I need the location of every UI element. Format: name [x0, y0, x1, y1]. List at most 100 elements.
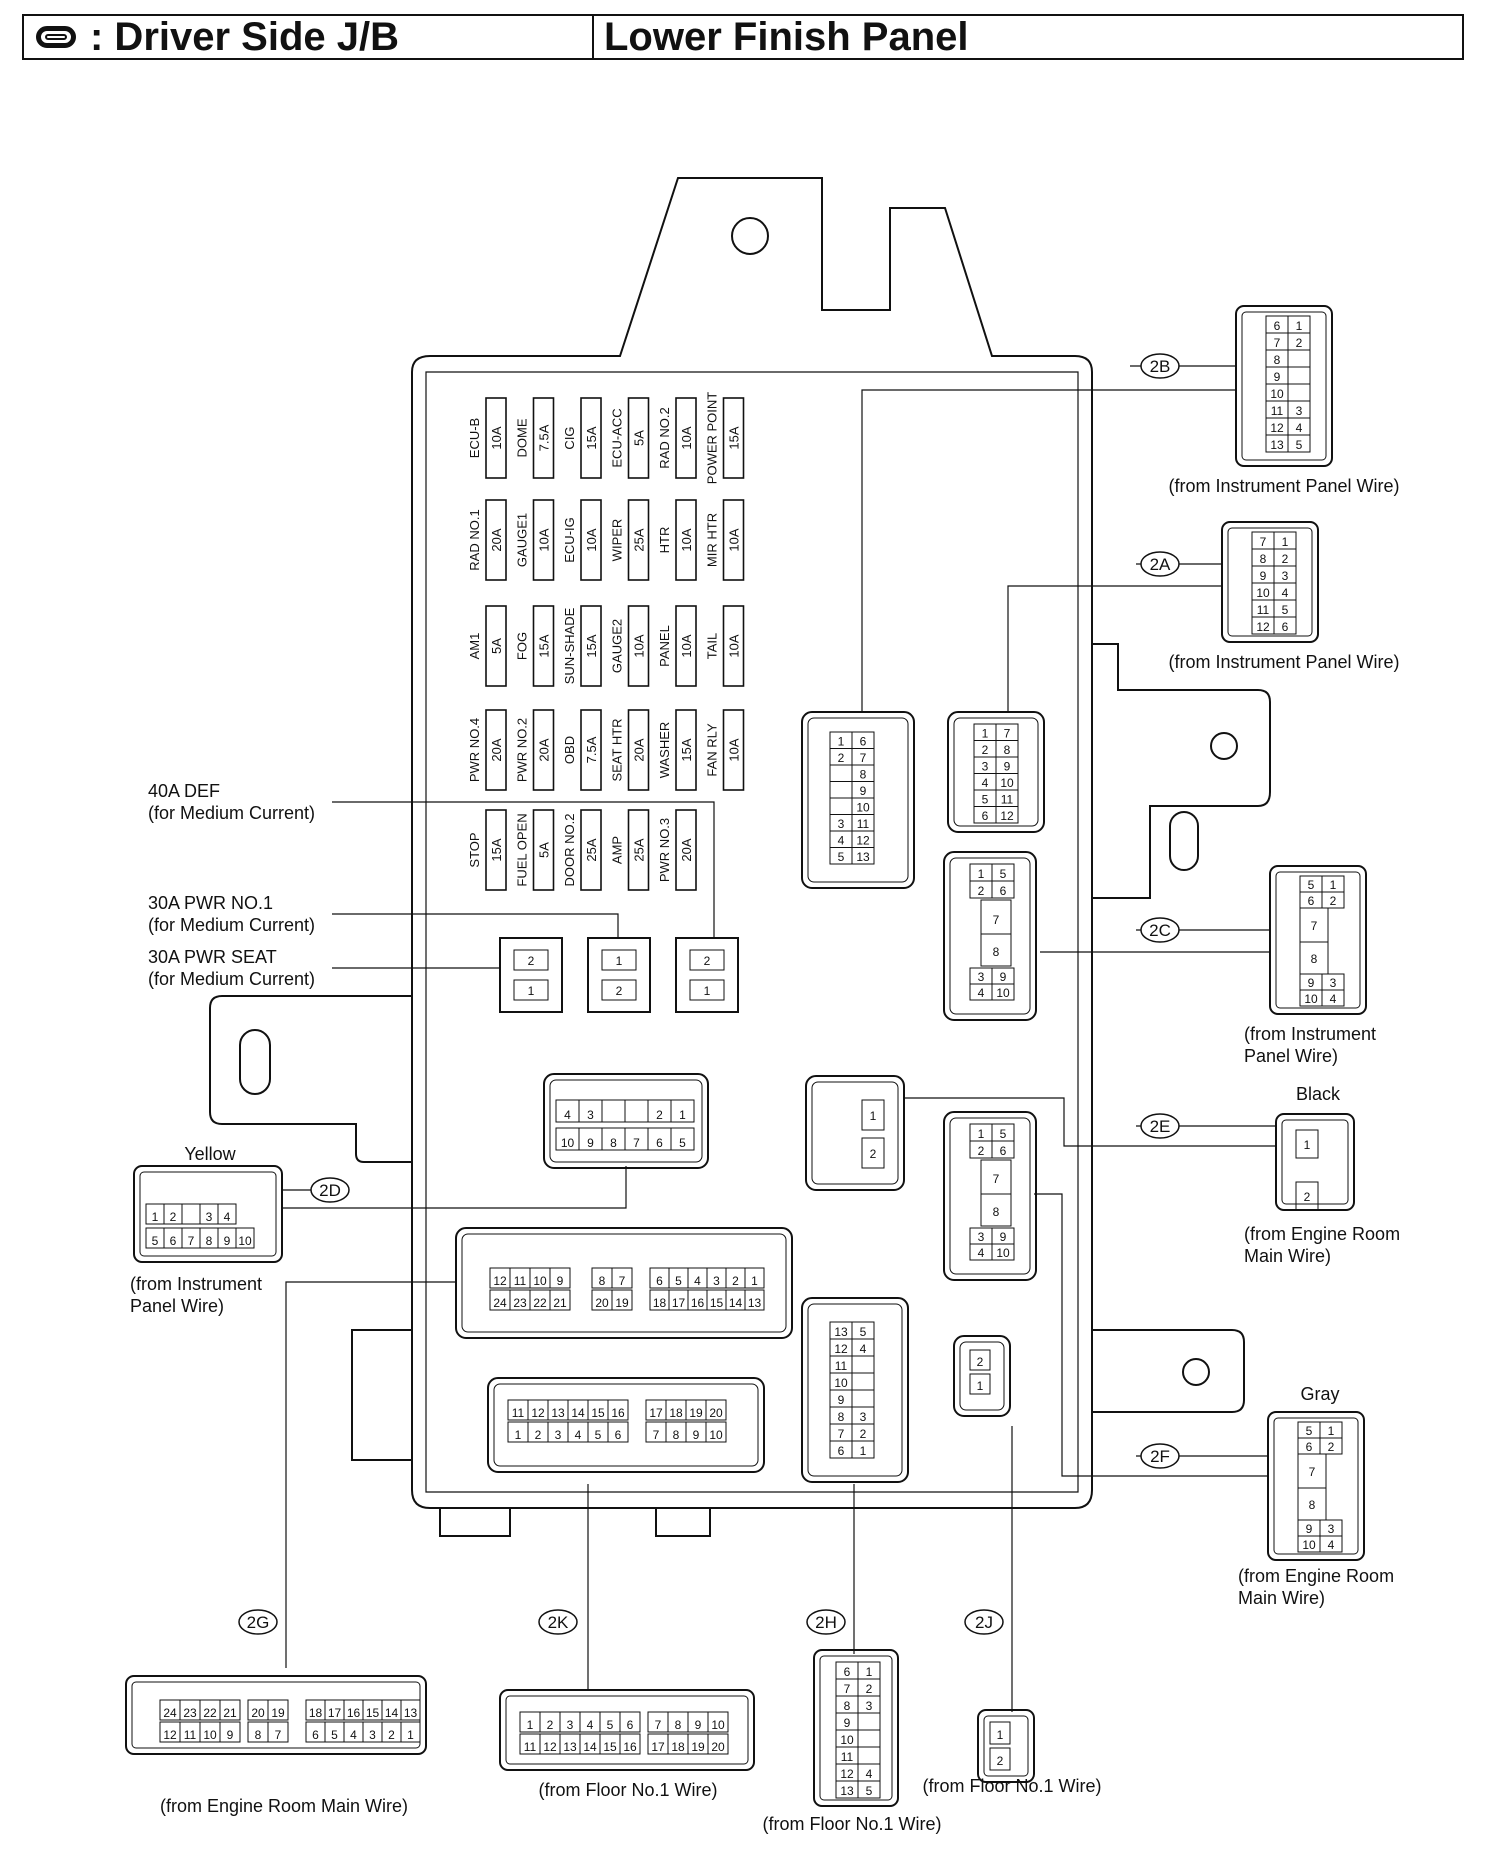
socket-2g-t2-pin: 8 — [599, 1274, 606, 1288]
connector-2b-pin: 12 — [1270, 421, 1284, 435]
pin-cell — [235, 1227, 255, 1249]
socket-2a-pin: 9 — [1004, 760, 1011, 774]
pin-cell — [219, 1699, 241, 1721]
pin-cell — [267, 1699, 289, 1721]
connector-id-label: 2A — [1150, 555, 1171, 574]
socket-2b-pin: 6 — [860, 735, 867, 749]
fuse-name: WASHER — [657, 722, 672, 779]
pin-cell — [995, 806, 1019, 824]
fuse-name: PWR NO.2 — [515, 718, 530, 782]
fuse-name: ECU-IG — [562, 517, 577, 563]
pin-cell — [991, 1243, 1015, 1261]
connector-2k-t2-pin: 7 — [655, 1718, 662, 1732]
connector-2k-t1-pin: 6 — [627, 1718, 634, 1732]
fuse-body — [580, 605, 602, 687]
connector-2b-pin: 1 — [1296, 319, 1303, 333]
fuse-amp: 25A — [632, 528, 647, 551]
connector-2h-pin: 4 — [866, 1767, 873, 1781]
connector-2g-t3-pin: 15 — [366, 1706, 380, 1720]
connector-2e-pin: 1 — [1304, 1138, 1311, 1152]
fuse-name: FUEL OPEN — [515, 813, 530, 886]
connector-2f-pin: 6 — [1306, 1440, 1313, 1454]
connector-2d-bottom-pin: 9 — [224, 1234, 231, 1248]
connector-2h-pin: 7 — [844, 1682, 851, 1696]
socket-2c-pin: 6 — [1000, 884, 1007, 898]
fuse-body — [722, 709, 745, 791]
connector-2g-b1-pin: 10 — [203, 1728, 217, 1742]
connector-2h-pin: 6 — [844, 1665, 851, 1679]
socket-2k-t1-pin: 16 — [611, 1406, 625, 1420]
socket-2g-b3-pin: 13 — [748, 1296, 762, 1310]
fuse-body — [675, 605, 697, 687]
fuse-body — [722, 397, 745, 479]
socket-2h-pin: 4 — [860, 1342, 867, 1356]
socket-2c-pin: 5 — [1000, 867, 1007, 881]
fuse-name: CIG — [562, 426, 577, 449]
connector-id-label: 2K — [548, 1613, 569, 1632]
fuse-amp: 5A — [537, 842, 552, 858]
connector-2b-pin: 10 — [1270, 387, 1284, 401]
connector-2g-t1-pin: 23 — [183, 1706, 197, 1720]
connector-2g-b2-pin: 7 — [275, 1728, 282, 1742]
pin-cell — [670, 1127, 695, 1151]
connector-2h-source: (from Floor No.1 Wire) — [762, 1814, 941, 1834]
fuse-name: SEAT HTR — [610, 718, 625, 781]
connector-2d-top-pin: 2 — [170, 1210, 177, 1224]
connector-2a-source: (from Instrument Panel Wire) — [1168, 652, 1399, 672]
socket-2d-bottom-pin: 6 — [656, 1136, 663, 1150]
pin-cell — [619, 1733, 641, 1755]
component-cell: Lower Finish Panel — [594, 15, 1462, 59]
socket-2e: 12 — [805, 1075, 905, 1191]
pin-cell — [829, 764, 853, 782]
connector-2d-top-pin: 1 — [152, 1210, 159, 1224]
fuse-body — [675, 499, 697, 581]
socket-2c-pin: 7 — [993, 913, 1000, 927]
connector-2b-pin: 2 — [1296, 336, 1303, 350]
socket-2g-t3-pin: 1 — [751, 1274, 758, 1288]
connector-2e-pin: 2 — [1304, 1190, 1311, 1204]
connector-2h-pin: 3 — [866, 1699, 873, 1713]
fuse-amp: 15A — [727, 426, 742, 449]
fuse-amp: 5A — [489, 638, 504, 654]
socket-2g-b1-pin: 23 — [513, 1296, 527, 1310]
connector-2d-bottom-pin: 7 — [188, 1234, 195, 1248]
socket-2a-pin: 4 — [982, 776, 989, 790]
pin-cell — [1287, 349, 1311, 368]
socket-2d-top-pin: 4 — [564, 1108, 571, 1122]
fuse-amp: 10A — [679, 634, 694, 657]
connector-2d-source: Panel Wire) — [130, 1296, 224, 1316]
socket-2k-t2-pin: 18 — [669, 1406, 683, 1420]
fuse-amp: 15A — [489, 838, 504, 861]
connector-2f-b-pin: 10 — [1302, 1538, 1316, 1552]
socket-2h-pin: 3 — [860, 1410, 867, 1424]
connector-2d-top-pin: 4 — [224, 1210, 231, 1224]
socket-2f-pin: 7 — [993, 1172, 1000, 1186]
connector-2b-pin: 9 — [1274, 370, 1281, 384]
connector-2k-b2-pin: 18 — [671, 1740, 685, 1754]
fuse-body — [580, 397, 602, 479]
connector-2b-source: (from Instrument Panel Wire) — [1168, 476, 1399, 496]
socket-2g-b3-pin: 18 — [653, 1296, 667, 1310]
connector-2k-b2-pin: 19 — [691, 1740, 705, 1754]
connector-2g-t1-pin: 21 — [223, 1706, 237, 1720]
pin-cell — [851, 1389, 875, 1408]
connector-id-label: 2F — [1150, 1447, 1170, 1466]
socket-2f-b-pin: 10 — [996, 1246, 1010, 1260]
socket-2a-pin: 3 — [982, 760, 989, 774]
socket-2h-pin: 8 — [838, 1410, 845, 1424]
fuse-body — [485, 605, 507, 687]
jb-housing — [209, 177, 1271, 1537]
connector-2g-t2-pin: 20 — [251, 1706, 265, 1720]
connector-id-2c: 2C — [1140, 917, 1180, 943]
connector-2e-source: Main Wire) — [1244, 1246, 1331, 1266]
socket-2g-b2-pin: 20 — [595, 1296, 609, 1310]
pin-cell — [857, 1712, 881, 1731]
